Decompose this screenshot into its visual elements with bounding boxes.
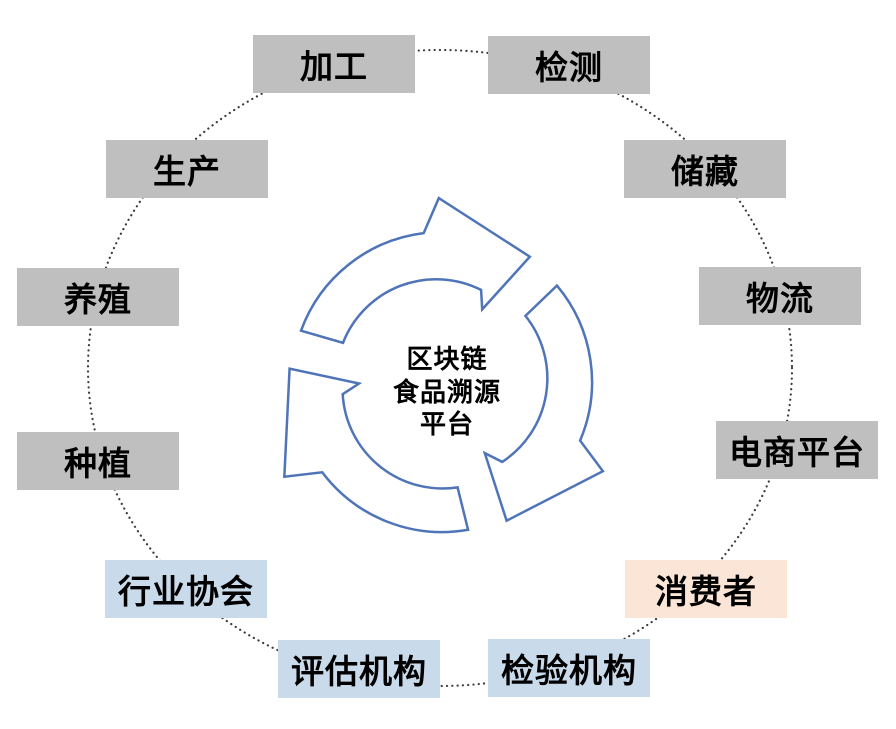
dotted-ring-ellipse <box>86 48 794 688</box>
center-label-line: 平台 <box>419 409 474 439</box>
cycle-node-label: 加工 <box>300 48 368 85</box>
center-label-line: 食品溯源 <box>392 376 501 407</box>
cycle-node: 种植 <box>17 432 179 490</box>
cycle-node-label: 养殖 <box>64 281 132 318</box>
cycle-node-label: 评估机构 <box>291 653 427 690</box>
cycle-node-label: 生产 <box>153 153 221 190</box>
cycle-node-label: 消费者 <box>655 573 757 610</box>
cycle-node: 行业协会 <box>105 560 267 618</box>
cycle-node-label: 检测 <box>535 49 603 86</box>
cycle-node: 评估机构 <box>278 640 440 698</box>
cycle-node-label: 储藏 <box>671 153 739 190</box>
cycle-node: 物流 <box>699 267 861 325</box>
cycle-arrow-segment <box>299 196 532 345</box>
cycle-node-label: 电商平台 <box>729 434 865 471</box>
cycle-node: 电商平台 <box>716 421 878 479</box>
cycle-node: 储藏 <box>624 140 786 198</box>
cycle-arrows-group <box>283 196 605 534</box>
cycle-node: 养殖 <box>17 268 179 326</box>
cycle-node-label: 检验机构 <box>501 652 637 689</box>
center-platform-label: 区块链 食品溯源 平台 <box>297 343 597 441</box>
cycle-node-label: 物流 <box>746 280 814 317</box>
cycle-arrow-segment <box>283 367 470 534</box>
cycle-node-label: 种植 <box>64 445 132 482</box>
cycle-node: 检测 <box>488 36 650 94</box>
cycle-arrows-icon <box>283 196 605 534</box>
center-label-line: 区块链 <box>406 344 488 374</box>
cycle-node: 生产 <box>106 140 268 198</box>
cycle-node-label: 行业协会 <box>118 573 254 610</box>
cycle-node: 加工 <box>253 35 415 93</box>
cycle-node: 检验机构 <box>488 639 650 697</box>
cycle-node: 消费者 <box>625 560 787 618</box>
cycle-arrow-segment <box>482 283 605 523</box>
